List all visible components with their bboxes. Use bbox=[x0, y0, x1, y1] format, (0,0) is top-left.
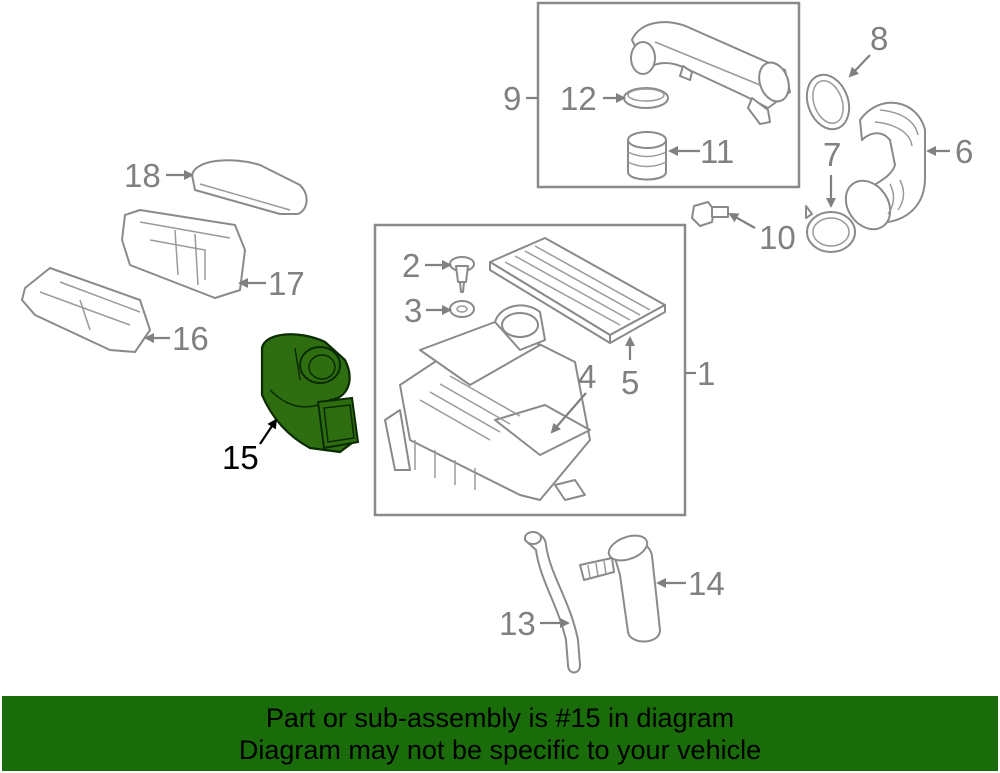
part-8-clamp[interactable] bbox=[800, 69, 857, 135]
part-5-filter-element[interactable] bbox=[489, 237, 666, 344]
part-3-washer[interactable] bbox=[449, 300, 475, 318]
part-10-bolt[interactable] bbox=[691, 201, 729, 227]
callout-16: 16 bbox=[172, 320, 209, 357]
parts-diagram: 1 2 3 4 5 6 7 8 9 10 11 12 13 14 15 16 1… bbox=[21, 1, 973, 674]
callout-9: 9 bbox=[503, 80, 521, 117]
part-9-intake-pipe[interactable] bbox=[630, 21, 794, 125]
callout-8: 8 bbox=[870, 20, 888, 57]
leader-lines bbox=[144, 54, 950, 628]
callout-17: 17 bbox=[268, 265, 305, 302]
part-16-intake-duct[interactable] bbox=[21, 267, 151, 353]
part-15-intake-hose[interactable] bbox=[260, 333, 360, 454]
assembly-1-box bbox=[373, 223, 687, 517]
part-18-cover[interactable] bbox=[191, 159, 308, 215]
part-6-hose[interactable] bbox=[837, 101, 926, 238]
callout-14: 14 bbox=[688, 565, 725, 602]
callout-11: 11 bbox=[700, 133, 734, 170]
callout-5: 5 bbox=[621, 364, 639, 401]
callout-1: 1 bbox=[697, 355, 715, 392]
banner-line-2: Diagram may not be specific to your vehi… bbox=[238, 735, 762, 765]
part-7-clamp[interactable] bbox=[805, 205, 856, 253]
callout-7: 7 bbox=[823, 136, 841, 173]
callout-3: 3 bbox=[404, 292, 422, 329]
callout-6: 6 bbox=[955, 133, 973, 170]
part-1-air-cleaner-housing[interactable] bbox=[384, 304, 591, 501]
part-12-clamp[interactable] bbox=[623, 87, 669, 109]
part-2-screw[interactable] bbox=[449, 256, 475, 293]
banner-line-1: Part or sub-assembly is #15 in diagram bbox=[265, 703, 735, 733]
callout-labels: 1 2 3 4 5 6 7 8 9 10 11 12 13 14 15 16 1… bbox=[124, 20, 973, 642]
callout-4: 4 bbox=[578, 358, 596, 395]
callout-18: 18 bbox=[124, 157, 161, 194]
callout-15: 15 bbox=[222, 439, 259, 476]
part-17-intake-duct[interactable] bbox=[121, 209, 246, 299]
callout-12: 12 bbox=[560, 80, 597, 117]
part-11-sleeve[interactable] bbox=[627, 131, 667, 181]
callout-10: 10 bbox=[759, 219, 796, 256]
callout-2: 2 bbox=[402, 247, 420, 284]
part-13-breather-tube[interactable] bbox=[524, 531, 581, 674]
part-info-banner: Part or sub-assembly is #15 in diagram D… bbox=[2, 696, 998, 771]
assembly-9-box bbox=[536, 1, 801, 189]
part-14-hose[interactable] bbox=[579, 531, 661, 643]
callout-13: 13 bbox=[499, 605, 536, 642]
